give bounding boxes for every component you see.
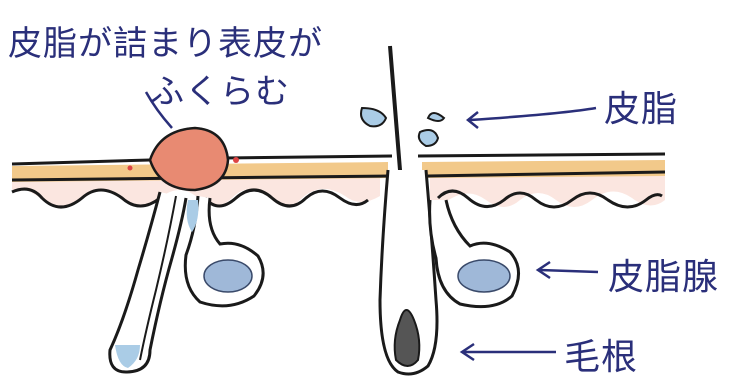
dermis-region-right — [430, 176, 665, 207]
right-gland-cells — [458, 260, 510, 292]
sebaceous-gland-label: 皮脂腺 — [608, 248, 719, 300]
clogged-sebum-label-line1: 皮脂が詰まり表皮が — [8, 16, 323, 65]
leader-line-sebum — [470, 108, 596, 120]
sebum-drop-left — [361, 108, 386, 126]
hair-root-label: 毛根 — [564, 328, 638, 380]
leader-line-gland — [540, 270, 598, 272]
left-gland-cells — [204, 260, 252, 292]
sebum-drop-right — [419, 130, 438, 146]
red-speck — [233, 157, 239, 163]
sebum-drop-top — [428, 113, 444, 121]
clogged-sebum-label-line2: ふくらむ — [150, 64, 290, 113]
skin-surface-line-right — [418, 154, 665, 156]
red-speck — [128, 166, 133, 171]
sebum-label: 皮脂 — [604, 80, 678, 132]
